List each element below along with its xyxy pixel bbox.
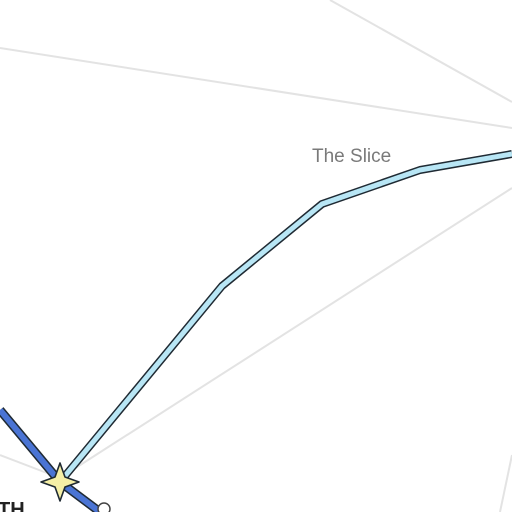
road-line [499,454,512,512]
partial-station-label: TH [0,499,25,512]
star-marker-icon[interactable] [40,462,80,502]
station-circle-icon[interactable] [97,502,111,512]
route-the-slice[interactable] [56,150,512,485]
route-label-the-slice[interactable]: The Slice [312,146,392,167]
road-line [0,47,512,129]
road-line [329,0,512,103]
road-line [59,187,512,479]
